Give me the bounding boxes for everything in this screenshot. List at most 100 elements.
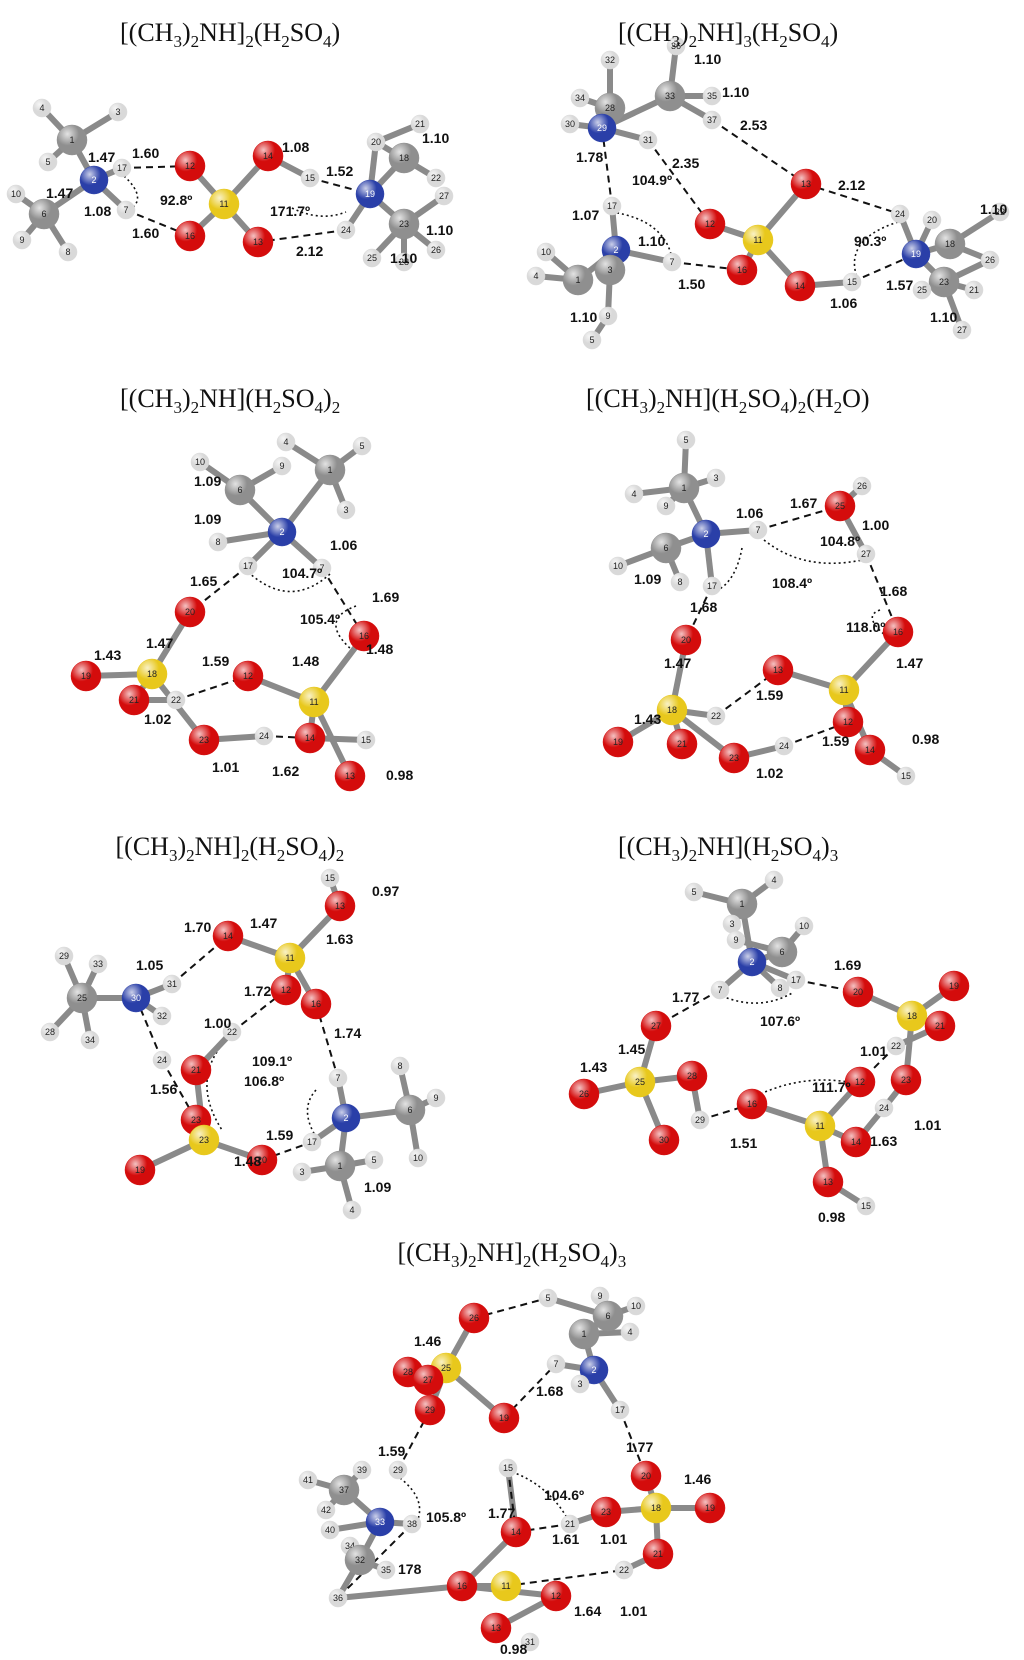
- title-subscript: 4: [314, 398, 324, 418]
- atom-index: 14: [795, 281, 805, 291]
- measurement-label: 1.50: [678, 276, 705, 292]
- atom-O: 25: [824, 490, 856, 522]
- atom-H: 17: [238, 556, 258, 576]
- atom-index: 23: [399, 219, 409, 229]
- title-subscript: 3: [671, 846, 680, 866]
- atom-H: 22: [166, 690, 186, 710]
- atom-index: 25: [835, 501, 845, 511]
- atom-index: 5: [691, 887, 696, 897]
- atom-index: 23: [199, 735, 209, 745]
- atom-index: 12: [185, 161, 195, 171]
- title-text: [(CH: [586, 384, 640, 413]
- atom-H: 24: [874, 1098, 894, 1118]
- atom-H: 4: [620, 1322, 640, 1342]
- title-subscript: 2: [245, 32, 254, 52]
- title-subscript: 4: [812, 846, 822, 866]
- title-subscript: 3: [173, 398, 182, 418]
- title-text: ): [331, 18, 341, 47]
- atom-index: 10: [11, 189, 21, 199]
- title-subscript: 2: [335, 846, 345, 866]
- hydrogen-bond: [647, 139, 711, 225]
- atom-index: 7: [319, 563, 324, 573]
- atom-index: 19: [499, 1413, 509, 1423]
- covalent-bond: [335, 1583, 465, 1601]
- atom-O: 12: [844, 1066, 876, 1098]
- atom-index: 17: [791, 975, 801, 985]
- atom-H: 5: [676, 430, 696, 450]
- title-subscript: 3: [450, 1252, 460, 1272]
- title-text: NH]: [697, 18, 744, 47]
- atom-H: 28: [40, 1022, 60, 1042]
- atom-O: 12: [232, 660, 264, 692]
- atom-O: 14: [784, 270, 816, 302]
- measurement-label: 2.35: [672, 155, 699, 171]
- atom-S: 11: [742, 224, 774, 256]
- atom-O: 30: [648, 1124, 680, 1156]
- atom-index: 17: [243, 561, 253, 571]
- measurement-label: 1.72: [244, 983, 271, 999]
- atom-H: 10: [536, 242, 556, 262]
- atom-index: 18: [651, 1503, 661, 1513]
- atom-index: 25: [635, 1077, 645, 1087]
- atom-O: 27: [412, 1364, 444, 1396]
- title-text: SO: [779, 832, 813, 861]
- atom-H: 7: [328, 1068, 348, 1088]
- measurement-label: 1.02: [144, 711, 171, 727]
- measurement-label: 1.62: [272, 763, 299, 779]
- atom-H: 7: [546, 1354, 566, 1374]
- measurement-label: 118.0º: [846, 619, 885, 635]
- atom-index: 36: [671, 41, 681, 51]
- atom-index: 24: [879, 1103, 889, 1113]
- atom-index: 4: [631, 489, 636, 499]
- atom-N: 19: [901, 239, 931, 269]
- atom-H: 10: [190, 452, 210, 472]
- atom-index: 7: [669, 257, 674, 267]
- atom-index: 35: [381, 1565, 391, 1575]
- atom-H: 28: [394, 252, 414, 272]
- atom-index: 3: [577, 1379, 582, 1389]
- atom-H: 27: [856, 544, 876, 564]
- atom-index: 28: [687, 1071, 697, 1081]
- measurement-label: 1.61: [552, 1531, 579, 1547]
- atom-index: 1: [581, 1329, 586, 1339]
- measurement-label: 1.57: [886, 277, 913, 293]
- atom-H: 20: [366, 132, 386, 152]
- atom-index: 30: [131, 993, 141, 1003]
- atom-O: 20: [246, 1144, 278, 1176]
- measurement-label: 1.59: [756, 687, 783, 703]
- atom-index: 3: [729, 919, 734, 929]
- atom-O: 12: [832, 706, 864, 738]
- measurement-label: 1.77: [488, 1505, 515, 1521]
- atom-C: 6: [394, 1094, 426, 1126]
- measurement-label: 1.59: [378, 1443, 405, 1459]
- atom-H: 17: [610, 1400, 630, 1420]
- atom-index: 2: [703, 529, 708, 539]
- title-subscript: 4: [780, 398, 790, 418]
- atom-H: 40: [320, 1520, 340, 1540]
- measurement-label: 1.47: [146, 635, 173, 651]
- panel-title: [(CH3)2NH]2(H2SO4)3: [398, 1238, 627, 1272]
- atom-N: 2: [331, 1103, 361, 1133]
- atom-index: 38: [407, 1519, 417, 1529]
- atom-index: 17: [117, 163, 127, 173]
- atom-index: 2: [613, 245, 618, 255]
- atom-index: 1: [681, 483, 686, 493]
- atom-index: 12: [705, 219, 715, 229]
- atom-H: 3: [722, 914, 742, 934]
- atom-O: 19: [602, 726, 634, 758]
- measurement-label: 0.97: [372, 883, 399, 899]
- atom-S: 11: [298, 686, 330, 718]
- atom-O: 21: [924, 1010, 956, 1042]
- atom-S: 18: [136, 658, 168, 690]
- measurement-label: 1.09: [364, 1179, 391, 1195]
- atom-H: 36: [666, 36, 686, 56]
- title-subscript: 2: [331, 398, 341, 418]
- atom-index: 4: [627, 1327, 632, 1337]
- atom-O: 23: [718, 742, 750, 774]
- atom-H: 25: [912, 280, 932, 300]
- atom-index: 37: [339, 1485, 349, 1495]
- atom-O: 12: [174, 150, 206, 182]
- atom-H: 3: [706, 468, 726, 488]
- atom-index: 21: [415, 119, 425, 129]
